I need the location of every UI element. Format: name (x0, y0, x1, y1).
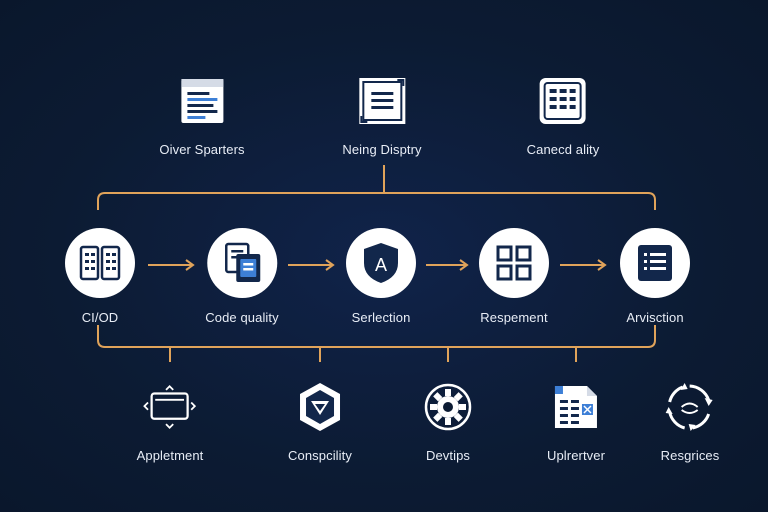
hexagon-shield-icon (293, 380, 347, 434)
arrow-2 (288, 259, 335, 271)
top-node-label: Oiver Sparters (159, 142, 245, 157)
bottom-node-label: Appletment (136, 448, 204, 463)
bottom-bracket (97, 325, 656, 348)
node-circle (479, 228, 549, 298)
bottom-node-2[interactable]: Conspcility (288, 380, 352, 463)
pipeline-node-label: Code quality (205, 310, 279, 325)
pipeline-node-2[interactable]: Code quality (205, 228, 279, 325)
book-grid-icon (79, 245, 121, 281)
pipeline-node-label: Arvisction (626, 310, 684, 325)
bottom-node-label: Resgrices (660, 448, 720, 463)
bottom-node-label: Uplrertver (546, 448, 606, 463)
node-circle: A (346, 228, 416, 298)
four-squares-icon (496, 245, 532, 281)
top-bracket (97, 192, 656, 210)
monitor-arrows-icon (143, 380, 197, 434)
bottom-node-1[interactable]: Appletment (137, 380, 204, 463)
bottom-node-3[interactable]: Devtips (421, 380, 475, 463)
arrow-4 (560, 259, 607, 271)
shield-a-icon: A (364, 243, 398, 283)
bottom-node-5[interactable]: Resgrices (661, 380, 720, 463)
arrow-3 (426, 259, 469, 271)
gear-icon (421, 380, 475, 434)
node-circle (65, 228, 135, 298)
top-node-3[interactable]: Canecd ality (527, 74, 600, 157)
pipeline-node-label: Respement (480, 310, 548, 325)
top-node-1[interactable]: Oiver Sparters (159, 74, 245, 157)
list-document-icon (355, 74, 409, 128)
list-panel-icon (638, 245, 672, 281)
top-node-2[interactable]: Neing Disptry (342, 74, 422, 157)
pipeline-node-5[interactable]: Arvisction (620, 228, 690, 325)
top-node-label: Neing Disptry (342, 142, 422, 157)
node-circle (207, 228, 277, 298)
node-circle (620, 228, 690, 298)
bottom-node-label: Devtips (425, 448, 471, 463)
pipeline-node-1[interactable]: CI/OD (65, 228, 135, 325)
svg-text:A: A (375, 255, 387, 275)
refresh-cycle-icon (663, 380, 717, 434)
pipeline-node-4[interactable]: Respement (479, 228, 549, 325)
pipeline-node-label: Serlection (351, 310, 411, 325)
top-node-label: Canecd ality (526, 142, 600, 157)
document-icon (175, 74, 229, 128)
spreadsheet-icon (549, 380, 603, 434)
grid-calendar-icon (536, 74, 590, 128)
bottom-node-label: Conspcility (288, 448, 352, 463)
bottom-node-4[interactable]: Uplrertver (547, 380, 605, 463)
pipeline-node-3[interactable]: A Serlection (346, 228, 416, 325)
pipeline-node-label: CI/OD (81, 310, 119, 325)
stacked-documents-icon (224, 242, 260, 282)
arrow-1 (148, 259, 195, 271)
